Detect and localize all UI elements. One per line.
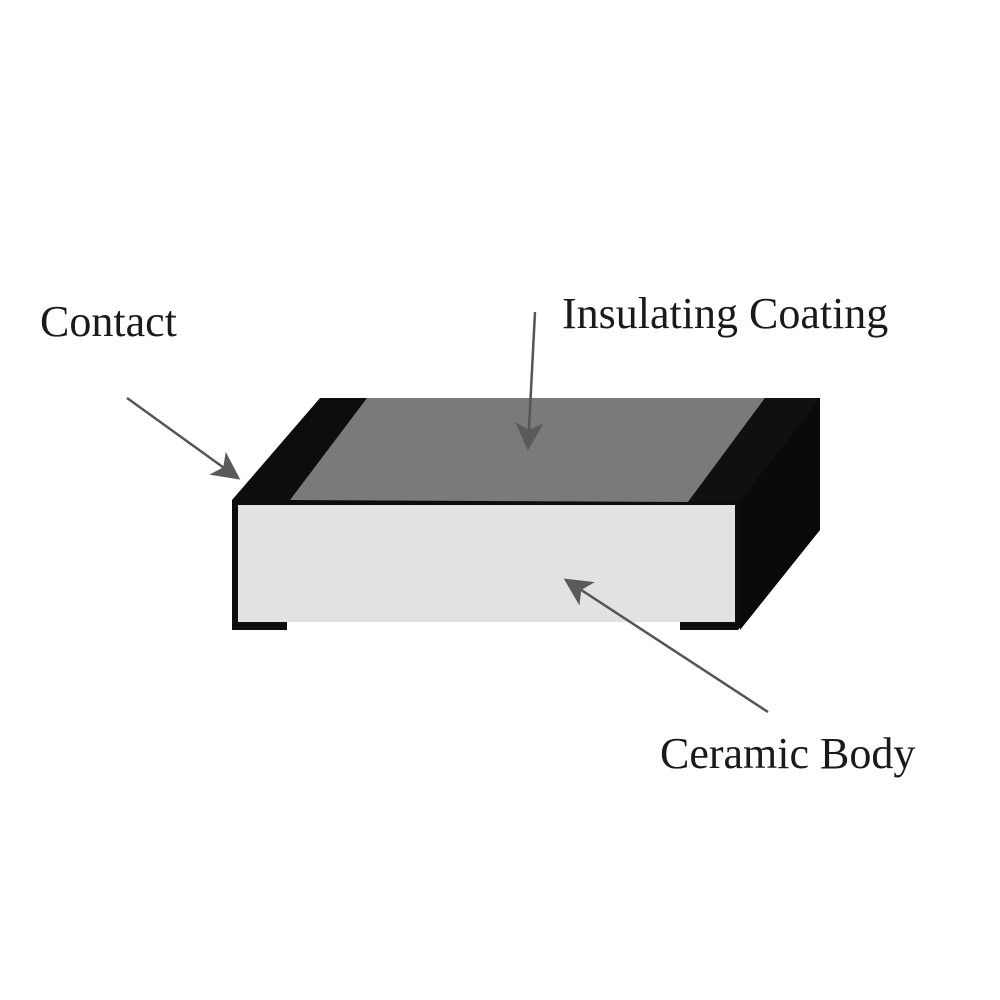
ceramic-body-label: Ceramic Body — [660, 729, 916, 778]
ceramic-body-arrow — [563, 578, 769, 714]
insulating-coating-arrow — [515, 311, 544, 451]
ceramic-body-face — [238, 505, 735, 622]
contact-arrow — [126, 396, 241, 480]
insulating-coating-face — [290, 398, 765, 502]
right-contact-top — [688, 398, 820, 502]
contact-label: Contact — [40, 297, 177, 346]
right-contact-side — [740, 398, 820, 630]
insulating-coating-label: Insulating Coating — [562, 289, 889, 338]
